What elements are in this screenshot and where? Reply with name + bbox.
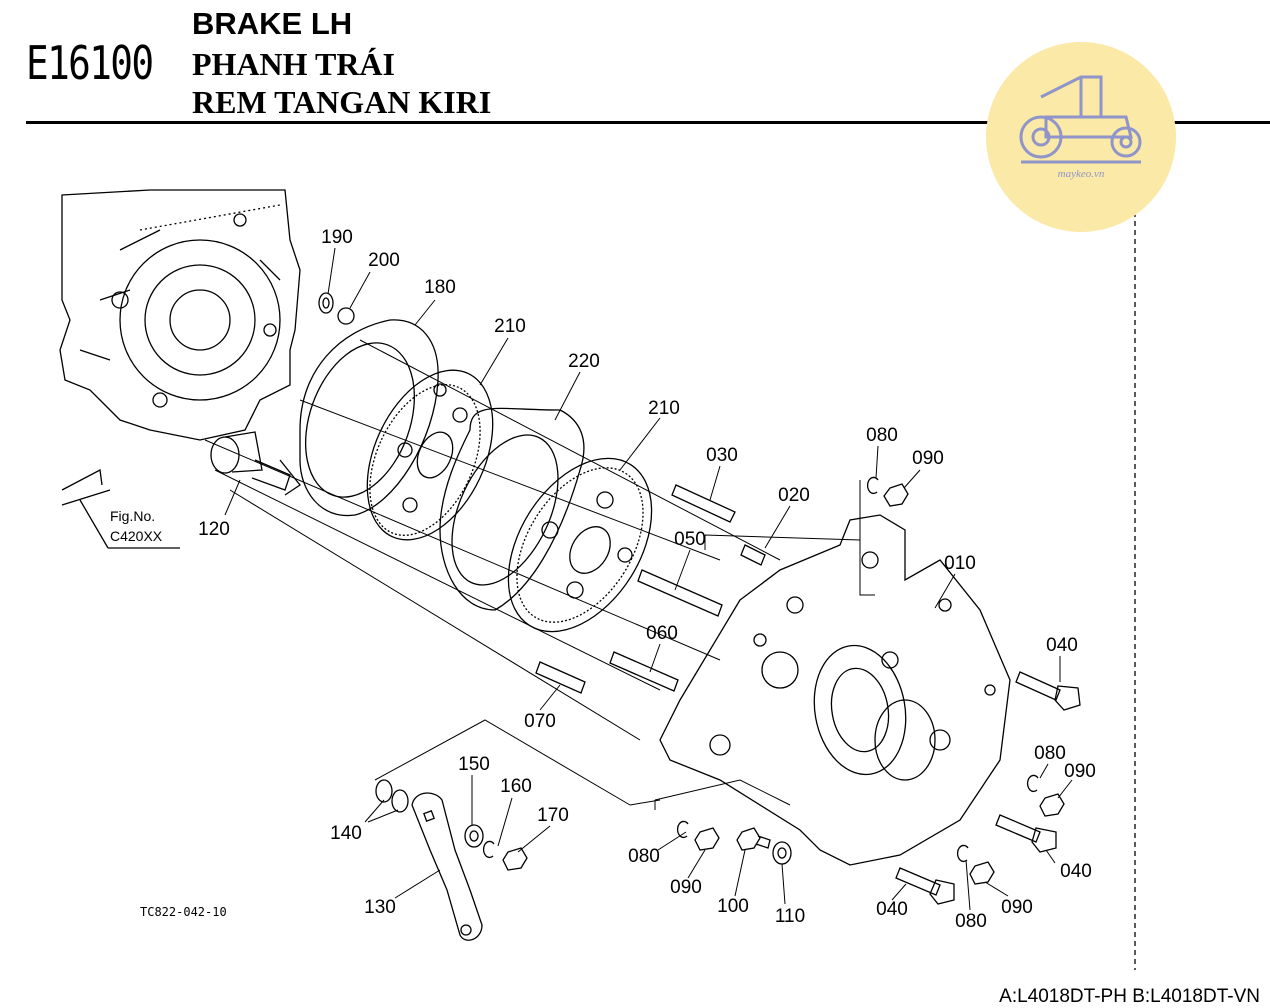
part-180-brake-plate	[279, 319, 439, 517]
part-120-brake-cam	[210, 431, 291, 491]
callout-label: 020	[778, 485, 810, 506]
callout-label: 100	[717, 896, 749, 917]
part-150-washer	[464, 824, 484, 848]
callout-label: 040	[1060, 861, 1092, 882]
part-160-lock-washer	[482, 840, 495, 859]
part-200-ball	[337, 307, 355, 325]
callout-label: 190	[321, 227, 353, 248]
part-100-bolt	[736, 827, 771, 851]
figure-reference: Fig.No. C420XX	[110, 506, 162, 546]
part-130-brake-lever	[411, 792, 483, 941]
part-080-lock-washer-mid	[676, 820, 689, 839]
callout-label: 090	[1064, 761, 1096, 782]
part-070-stud	[535, 661, 586, 694]
callout-label: 010	[944, 553, 976, 574]
callout-label: 110	[774, 906, 806, 927]
callout-label: 180	[424, 277, 456, 298]
callout-label: 130	[364, 897, 396, 918]
part-040-bolt-lower	[895, 867, 955, 905]
tractor-icon	[1019, 75, 1142, 164]
part-140-o-ring-2	[391, 789, 409, 813]
callout-label: 080	[955, 911, 987, 932]
callout-label: 220	[568, 351, 600, 372]
model-variants: A:L4018DT-PH B:L4018DT-VN	[999, 986, 1260, 1007]
part-090-nut-top	[883, 483, 909, 507]
part-020-pin	[740, 544, 766, 566]
part-080-lock-washer-bottom	[956, 844, 969, 863]
diagram-code: E16100	[26, 36, 154, 90]
callout-label: 090	[1001, 897, 1033, 918]
part-060-stud	[609, 651, 679, 692]
maykeo-logo: maykeo.vn	[986, 42, 1176, 232]
callout-label: 120	[198, 519, 230, 540]
title-vietnamese: PHANH TRÁI	[192, 46, 395, 82]
callout-label: 210	[648, 398, 680, 419]
part-030-stud	[671, 484, 736, 523]
callout-label: 200	[368, 250, 400, 271]
callout-label: 050	[674, 529, 706, 550]
callout-label: 080	[628, 846, 660, 867]
part-110-washer	[772, 841, 792, 865]
part-090-nut-right	[1039, 793, 1065, 817]
header-rule	[26, 121, 1270, 124]
callout-label: 040	[1046, 635, 1078, 656]
logo-text: maykeo.vn	[1058, 168, 1105, 180]
callout-label: 150	[458, 754, 490, 775]
callout-label: 080	[866, 425, 898, 446]
figure-leader	[79, 499, 180, 549]
callout-label: 060	[646, 623, 678, 644]
part-090-nut-bottom	[969, 861, 995, 885]
title-english: BRAKE LH	[192, 6, 353, 41]
title-indonesian: REM TANGAN KIRI	[192, 84, 492, 120]
figure-ref-number: C420XX	[110, 528, 163, 544]
callout-label: 140	[330, 823, 362, 844]
callout-label: 080	[1034, 743, 1066, 764]
part-050-stud	[637, 569, 723, 617]
callout-label: 090	[912, 448, 944, 469]
part-080-lock-washer-top	[866, 476, 879, 495]
callout-label: 090	[670, 877, 702, 898]
part-090-nut-mid	[694, 827, 720, 851]
part-080-lock-washer-right	[1026, 774, 1039, 793]
part-040-bolt-middle	[995, 814, 1057, 853]
callout-label: 170	[537, 805, 569, 826]
part-210-friction-disc-1	[366, 369, 494, 541]
callout-label: 210	[494, 316, 526, 337]
callout-label: 160	[500, 776, 532, 797]
transmission-housing	[59, 189, 301, 506]
drawing-number: TC822-042-10	[140, 905, 227, 919]
figure-ref-label: Fig.No.	[110, 508, 156, 524]
callout-label: 030	[706, 445, 738, 466]
part-140-o-ring-1	[375, 779, 393, 803]
part-040-bolt-upper	[1015, 671, 1081, 711]
callout-label: 070	[524, 711, 556, 732]
part-220-brake-plate	[439, 407, 585, 611]
callout-leaders	[224, 247, 1073, 911]
callout-label: 040	[876, 899, 908, 920]
part-190-washer	[318, 292, 334, 314]
part-170-nut	[502, 847, 528, 871]
